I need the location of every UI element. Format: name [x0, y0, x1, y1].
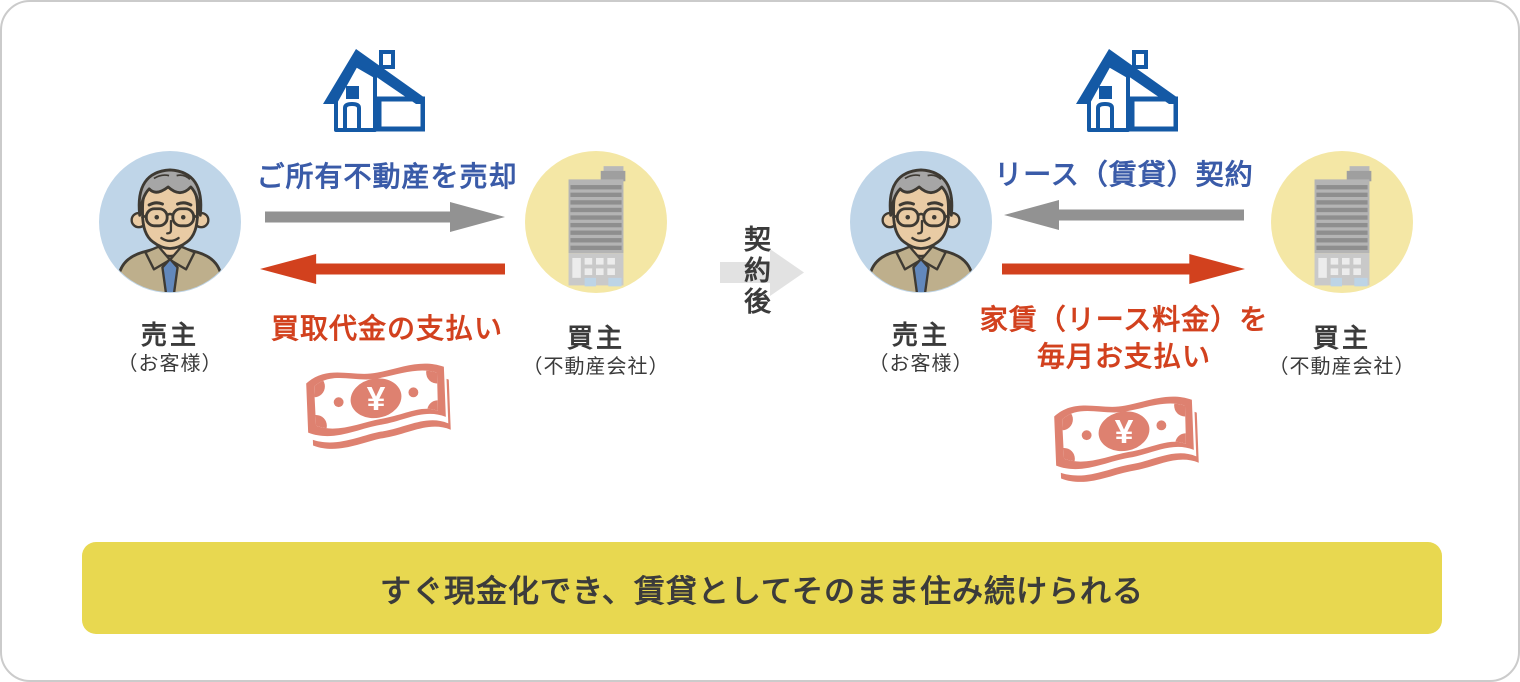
sale-label: ご所有不動産を売却 [256, 161, 518, 192]
buyer-name-label: 買主 [566, 323, 625, 353]
rent-label: 家賃（リース料金）を 毎月お支払い [962, 301, 1286, 375]
seller-sub-label: （お客様） [117, 353, 223, 375]
buyer-building-icon [1271, 151, 1413, 293]
money-icon [1045, 387, 1205, 505]
transition-label: 契約後 [740, 225, 770, 318]
seller-name-label: 売主 [891, 320, 950, 350]
buyer-name-label: 買主 [1312, 323, 1371, 353]
summary-text: すぐ現金化でき、賃貸としてそのまま住み続けられる [380, 573, 1144, 609]
lease-arrow-icon [1004, 200, 1244, 230]
buyer-sub-label: （不動産会社） [1268, 356, 1416, 378]
buyer-building-icon [525, 151, 667, 293]
buyer-sub-label: （不動産会社） [522, 356, 670, 378]
rent-arrow-icon [1002, 254, 1245, 284]
money-icon [297, 354, 457, 472]
rent-label-line1: 家賃（リース料金）を [979, 304, 1269, 335]
payment-label: 買取代金の支払い [270, 313, 503, 344]
lease-label: リース（賃貸）契約 [994, 159, 1254, 190]
seller-sub-label: （お客様） [868, 353, 974, 375]
house-icon [323, 48, 425, 134]
rent-label-line2: 毎月お支払い [1036, 341, 1211, 372]
house-icon [1076, 48, 1178, 134]
seller-name-label: 売主 [140, 320, 199, 350]
summary-banner: すぐ現金化でき、賃貸としてそのまま住み続けられる [82, 542, 1442, 634]
seller-avatar-icon [850, 151, 992, 293]
sale-arrow-icon [265, 202, 505, 232]
payment-arrow-icon [260, 254, 505, 284]
seller-avatar-icon [99, 151, 241, 293]
